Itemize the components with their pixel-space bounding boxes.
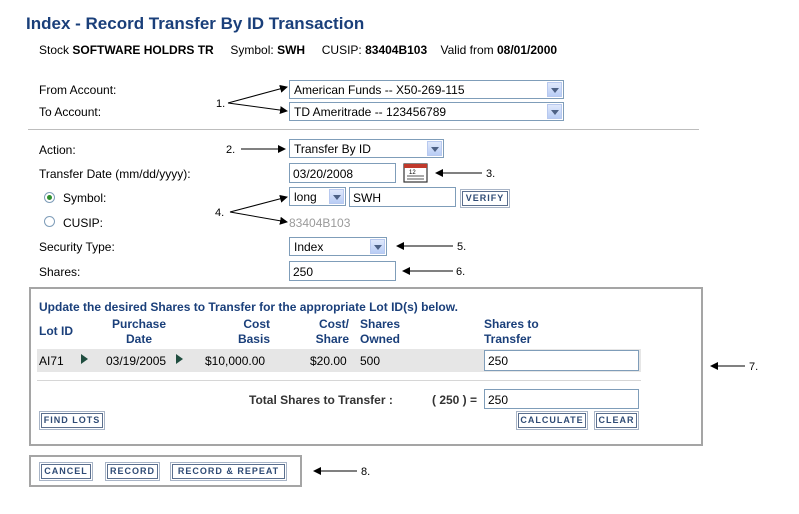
purchase-date-cell: 03/19/2005 — [106, 354, 167, 368]
cusip-input[interactable]: 83404B103 — [289, 216, 351, 230]
cost-basis-cell: $10,000.00 — [205, 354, 266, 368]
chevron-down-icon — [370, 239, 385, 254]
actions-panel — [29, 455, 302, 487]
position-value: long — [294, 190, 317, 204]
clear-button[interactable]: CLEAR — [594, 411, 639, 430]
total-label: Total Shares to Transfer : — [249, 393, 393, 407]
lot-id-cell: AI71 — [39, 354, 64, 368]
security-type-label: Security Type: — [39, 240, 115, 254]
callout-arrow — [229, 194, 288, 213]
cusip-label: CUSIP: — [321, 43, 362, 57]
symbol-value: SWH — [277, 43, 306, 57]
callout-2: 2. — [226, 144, 236, 156]
symbol-label: Symbol: — [230, 43, 274, 57]
symbol-input[interactable]: SWH — [349, 187, 456, 207]
cusip-value: 83404B103 — [365, 43, 428, 57]
callout-3: 3. — [486, 168, 496, 180]
symbol-radio-label: Symbol: — [63, 191, 107, 205]
action-select[interactable]: Transfer By ID — [289, 139, 444, 158]
svg-text:12: 12 — [409, 170, 416, 176]
cusip-radio-label: CUSIP: — [63, 216, 104, 230]
cancel-button[interactable]: CANCEL — [39, 462, 93, 481]
shares-label: Shares: — [39, 265, 81, 279]
transfer-date-label: Transfer Date (mm/dd/yyyy): — [39, 167, 191, 181]
lots-instruction: Update the desired Shares to Transfer fo… — [39, 300, 458, 314]
divider — [28, 129, 699, 130]
chevron-down-icon — [547, 104, 562, 119]
shares-input[interactable]: 250 — [289, 261, 396, 281]
valid-label: Valid from — [440, 43, 494, 57]
transfer-date-input[interactable]: 03/20/2008 — [289, 163, 396, 183]
callout-7: 7. — [749, 361, 759, 373]
record-button[interactable]: RECORD — [105, 462, 160, 481]
security-type-value: Index — [294, 240, 324, 254]
callout-8: 8. — [361, 466, 371, 478]
shares-owned-cell: 500 — [360, 354, 381, 368]
verify-button[interactable]: VERIFY — [460, 189, 510, 208]
find-lots-button[interactable]: FIND LOTS — [39, 411, 105, 430]
stock-label: Stock — [39, 43, 70, 57]
valid-date: 08/01/2000 — [496, 43, 558, 57]
triangle-right-icon[interactable] — [176, 354, 183, 364]
cost-per-share-cell: $20.00 — [310, 354, 347, 368]
callout-5: 5. — [457, 241, 467, 253]
callout-arrow — [227, 84, 288, 104]
cusip-radio[interactable] — [44, 216, 55, 227]
calendar-icon[interactable]: 12 — [403, 163, 428, 183]
stock-name: SOFTWARE HOLDRS TR — [72, 43, 214, 57]
from-account-value: American Funds -- X50-269-115 — [294, 83, 465, 97]
callout-6: 6. — [456, 266, 466, 278]
action-label: Action: — [39, 143, 76, 157]
chevron-down-icon — [427, 141, 442, 156]
header-lot-id: Lot ID — [39, 324, 73, 338]
from-account-select[interactable]: American Funds -- X50-269-115 — [289, 80, 564, 99]
symbol-radio[interactable] — [44, 192, 55, 203]
stock-info: Stock SOFTWARE HOLDRS TR Symbol: SWH CUS… — [39, 43, 557, 57]
total-shares-input[interactable]: 250 — [484, 389, 639, 409]
lots-panel — [29, 287, 703, 446]
header-cost-per-share: Cost/Share — [315, 317, 349, 346]
page-title: Index - Record Transfer By ID Transactio… — [26, 14, 365, 33]
callout-1: 1. — [216, 98, 226, 110]
shares-to-transfer-input[interactable]: 250 — [484, 350, 639, 371]
position-select[interactable]: long — [289, 187, 346, 206]
total-calc: ( 250 ) = — [432, 393, 478, 407]
action-value: Transfer By ID — [294, 142, 371, 156]
from-account-label: From Account: — [39, 83, 117, 97]
divider — [37, 380, 641, 381]
verify-button-label: VERIFY — [462, 191, 508, 206]
record-and-repeat-button[interactable]: RECORD & REPEAT — [170, 462, 287, 481]
chevron-down-icon — [547, 82, 562, 97]
to-account-label: To Account: — [39, 105, 102, 119]
callout-arrow — [227, 102, 288, 115]
to-account-value: TD Ameritrade -- 123456789 — [294, 105, 447, 119]
triangle-right-icon[interactable] — [81, 354, 88, 364]
to-account-select[interactable]: TD Ameritrade -- 123456789 — [289, 102, 564, 121]
callout-arrow — [229, 211, 288, 225]
calculate-button[interactable]: CALCULATE — [516, 411, 588, 430]
security-type-select[interactable]: Index — [289, 237, 387, 256]
callout-4: 4. — [215, 207, 225, 219]
chevron-down-icon — [329, 189, 344, 204]
